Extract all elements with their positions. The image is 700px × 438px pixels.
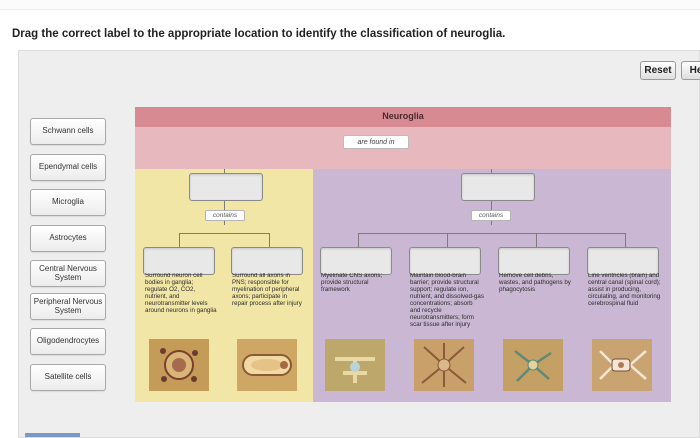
dropzone-satellite-cells[interactable]	[143, 247, 215, 275]
description-ependymal-cells: Line ventricles (brain) and central cana…	[588, 273, 661, 307]
connector-line	[179, 233, 270, 234]
dropzone-microglia[interactable]	[498, 247, 570, 275]
scroll-indicator	[25, 433, 80, 437]
dropzone-cns-system[interactable]	[461, 173, 535, 201]
description-schwann-cells: Surround all axons in PNS; responsible f…	[232, 273, 302, 307]
connector-line	[358, 233, 626, 234]
neuroglia-diagram: Neuroglia are found in contains contains…	[135, 107, 671, 402]
connector-line	[179, 233, 180, 247]
browser-top-strip	[0, 0, 700, 10]
microglia-micrograph	[503, 339, 563, 391]
help-button[interactable]: He	[681, 61, 700, 80]
oligodendrocyte-micrograph	[325, 339, 385, 391]
ependymal-cell-micrograph	[592, 339, 652, 391]
label-microglia[interactable]: Microglia	[30, 189, 106, 216]
dropzone-ependymal-cells[interactable]	[587, 247, 659, 275]
label-ependymal-cells[interactable]: Ependymal cells	[30, 154, 106, 181]
description-oligodendrocytes: Myelinate CNS axons; provide structural …	[321, 273, 383, 293]
label-peripheral-nervous-system[interactable]: Peripheral Nervous System	[30, 293, 106, 320]
description-microglia: Remove cell debris, wastes, and pathogen…	[499, 273, 571, 293]
label-astrocytes[interactable]: Astrocytes	[30, 225, 106, 252]
satellite-cells-micrograph	[149, 339, 209, 391]
connector-line	[491, 169, 492, 173]
reset-button[interactable]: Reset	[640, 61, 676, 80]
schwann-cell-micrograph	[237, 339, 297, 391]
label-schwann-cells[interactable]: Schwann cells	[30, 118, 106, 145]
connector-line	[536, 233, 537, 247]
connector-line	[447, 233, 448, 247]
diagram-header	[135, 107, 671, 127]
connector-line	[269, 233, 270, 247]
description-astrocytes: Maintain blood-brain barrier; provide st…	[410, 273, 484, 328]
label-satellite-cells[interactable]: Satellite cells	[30, 364, 106, 391]
connector-line	[625, 233, 626, 247]
found-in-connector: are found in	[343, 135, 409, 149]
label-central-nervous-system[interactable]: Central Nervous System	[30, 260, 106, 287]
diagram-title: Neuroglia	[382, 111, 424, 121]
dropzone-schwann-cells[interactable]	[231, 247, 303, 275]
dropzone-pns-system[interactable]	[189, 173, 263, 201]
description-satellite-cells: Surround neuron cell bodies in ganglia; …	[145, 273, 217, 314]
astrocyte-micrograph	[414, 339, 474, 391]
contains-connector-right: contains	[471, 210, 511, 221]
dropzone-oligodendrocytes[interactable]	[320, 247, 392, 275]
contains-connector-left: contains	[205, 210, 245, 221]
dropzone-astrocytes[interactable]	[409, 247, 481, 275]
label-oligodendrocytes[interactable]: Oligodendrocytes	[30, 328, 106, 355]
connector-line	[358, 233, 359, 247]
connector-line	[224, 169, 225, 173]
instruction-text: Drag the correct label to the appropriat…	[12, 28, 506, 40]
